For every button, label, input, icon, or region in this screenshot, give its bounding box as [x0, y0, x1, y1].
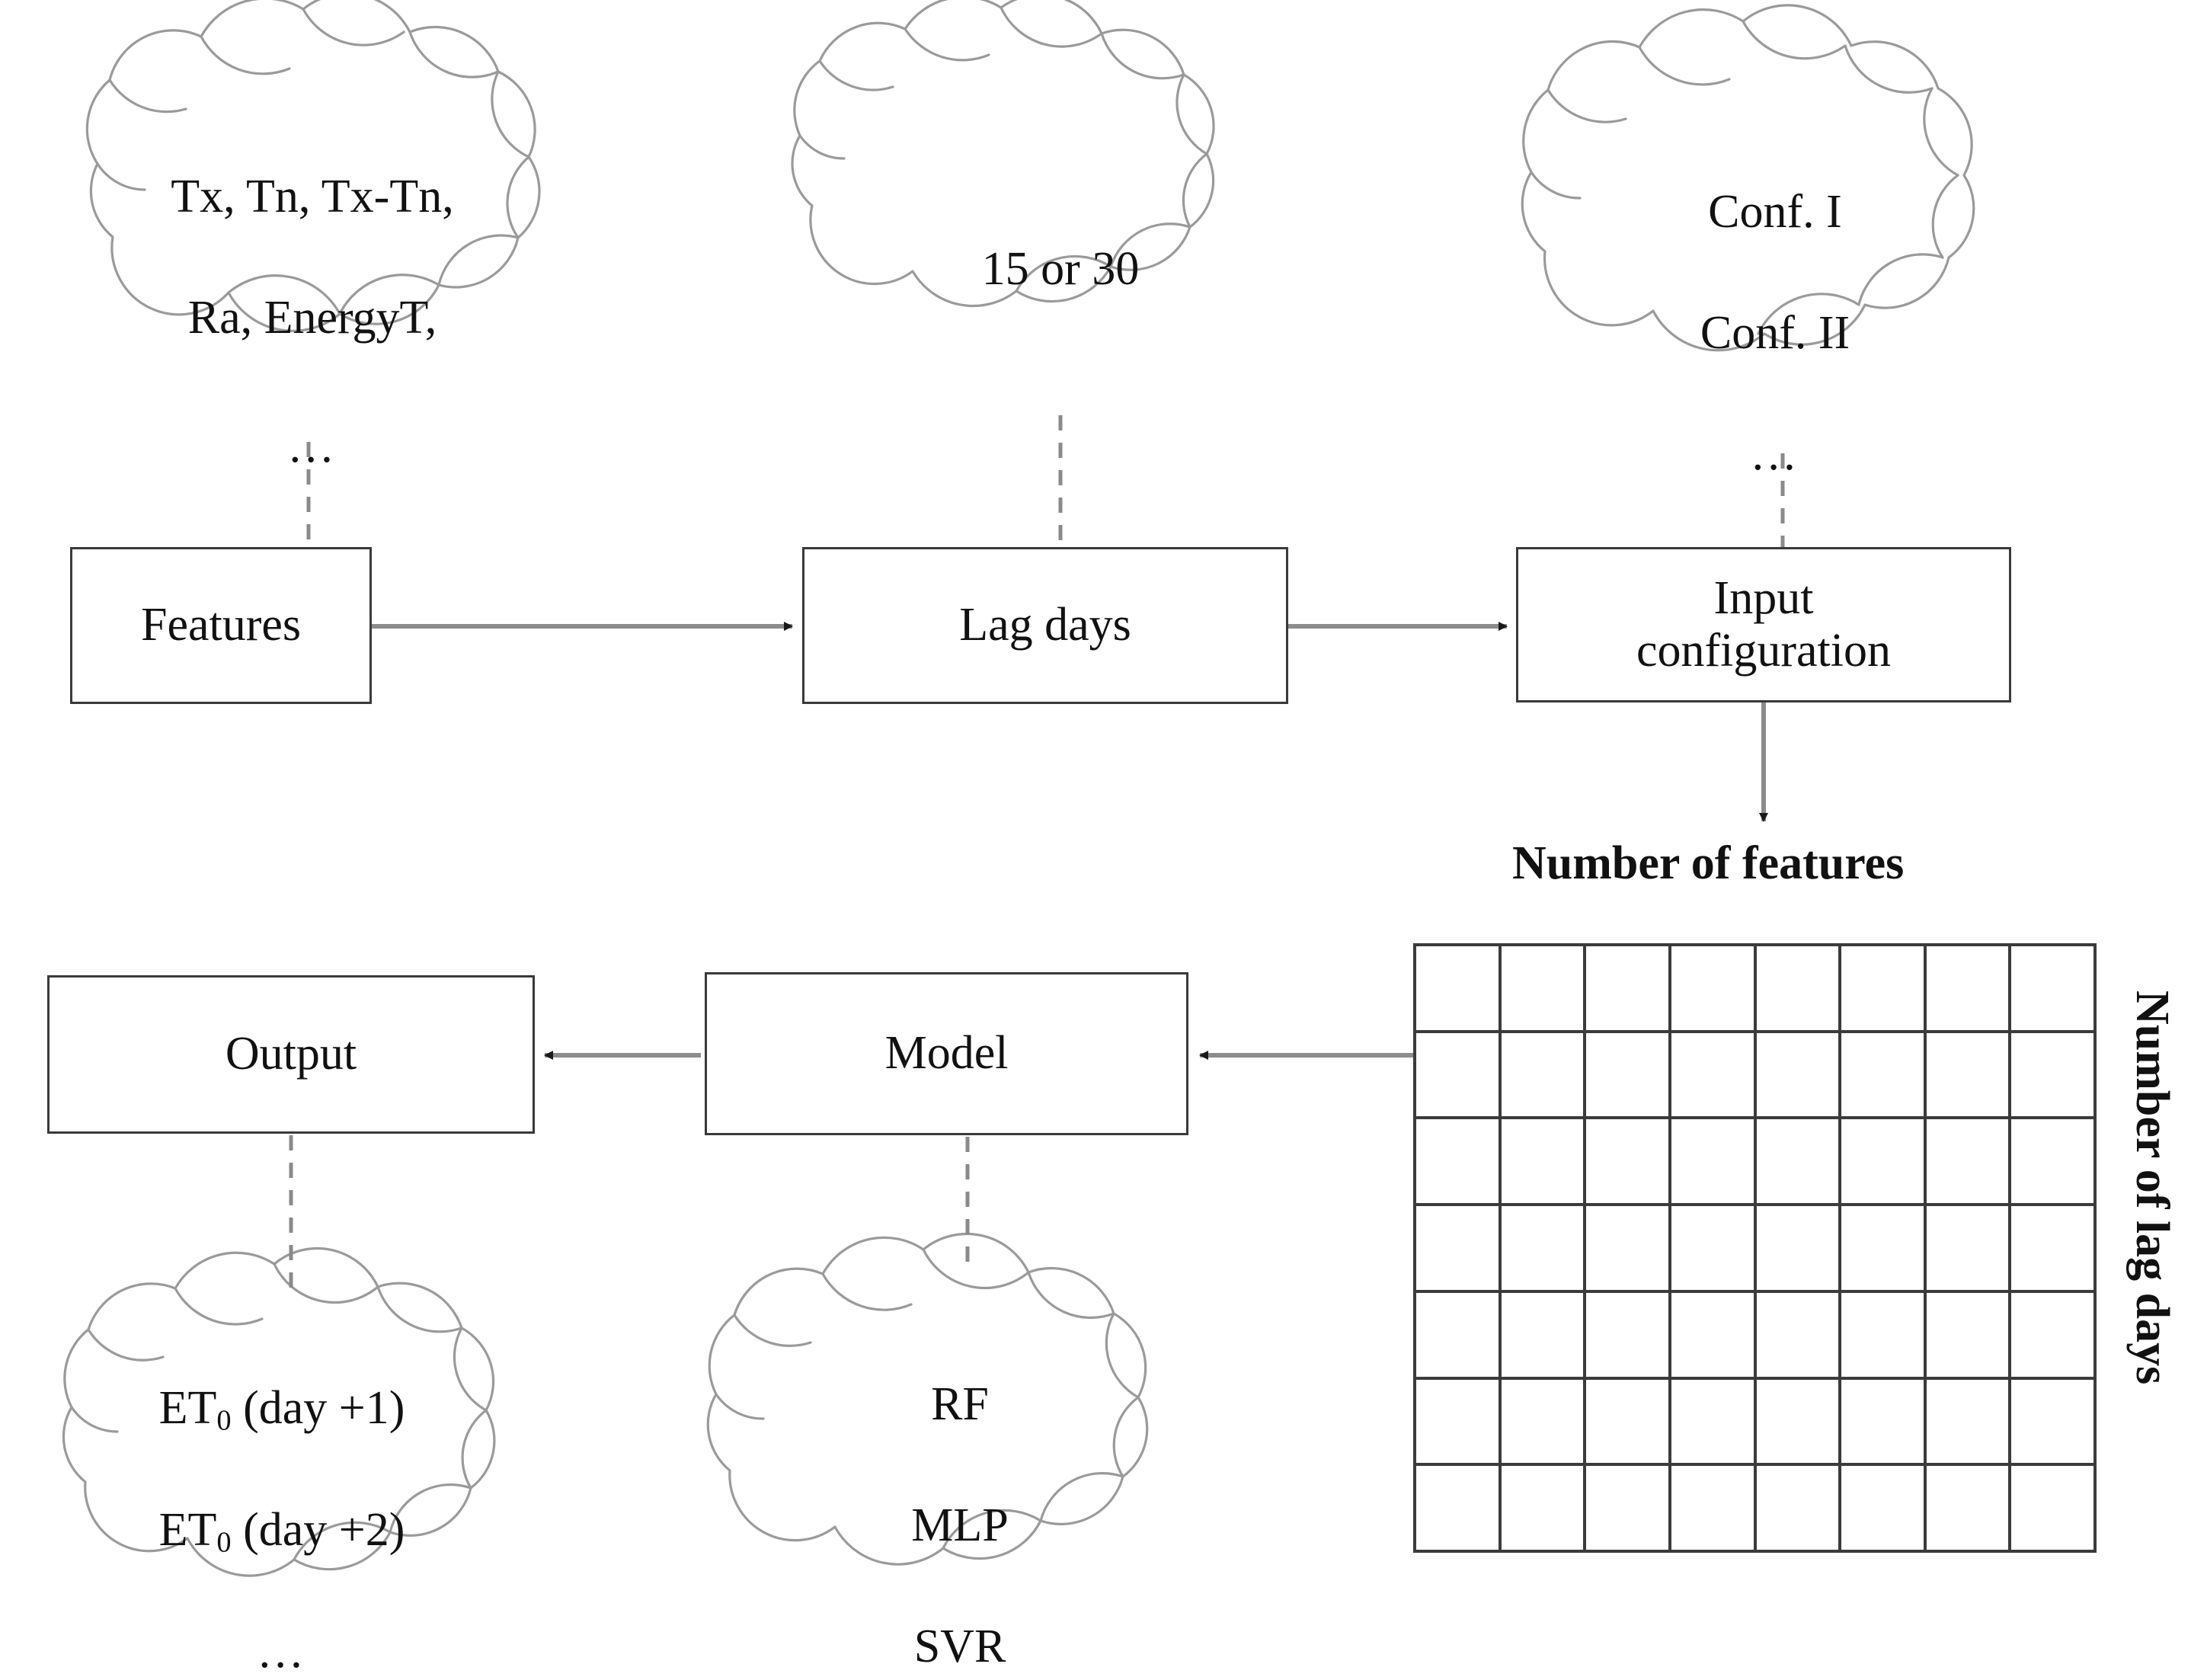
- output-cloud-line-3: …: [257, 1626, 307, 1678]
- matrix-cell[interactable]: [1671, 946, 1757, 1033]
- lagdays-cloud-line-1: 15 or 30: [981, 243, 1140, 296]
- matrix-cell[interactable]: [2011, 1379, 2097, 1467]
- matrix-cell[interactable]: [1501, 1379, 1587, 1467]
- lagdays-box[interactable]: Lag days: [802, 547, 1288, 704]
- matrix-cell[interactable]: [1416, 1032, 1502, 1120]
- matrix-cell[interactable]: [2011, 946, 2097, 1033]
- matrix-cell[interactable]: [1671, 1292, 1757, 1380]
- matrix-cell[interactable]: [1586, 1466, 1671, 1553]
- matrix-cell[interactable]: [1841, 1466, 1927, 1553]
- matrix-cell[interactable]: [2011, 1466, 2097, 1553]
- model-box[interactable]: Model: [705, 972, 1188, 1135]
- features-cloud-line-2: Ra, EnergyT,: [187, 292, 437, 344]
- matrix-cell[interactable]: [1501, 1292, 1587, 1380]
- matrix-cell[interactable]: [1671, 1466, 1757, 1553]
- matrix-cell[interactable]: [1586, 946, 1671, 1033]
- matrix-cell[interactable]: [1926, 1206, 2012, 1293]
- features-cloud-line-1: Tx, Tn, Tx-Tn,: [171, 171, 454, 223]
- matrix-cell[interactable]: [1416, 1119, 1502, 1207]
- matrix-cell[interactable]: [1756, 1032, 1842, 1120]
- matrix-cell[interactable]: [1501, 1032, 1587, 1120]
- features-cloud-text: Tx, Tn, Tx-Tn, Ra, EnergyT, …: [84, 107, 541, 538]
- matrix-cell[interactable]: [1841, 1119, 1927, 1207]
- configuration-matrix[interactable]: [1413, 943, 2097, 1553]
- matrix-cell[interactable]: [1416, 1466, 1502, 1553]
- matrix-cell[interactable]: [1671, 1379, 1757, 1467]
- config-box[interactable]: Input configuration: [1516, 547, 2011, 702]
- output-box-label: Output: [225, 1028, 357, 1080]
- matrix-cell[interactable]: [1756, 1206, 1842, 1293]
- matrix-cell[interactable]: [1501, 1206, 1587, 1293]
- number-of-features-label: Number of features: [1512, 837, 1905, 889]
- output-box[interactable]: Output: [47, 975, 535, 1134]
- matrix-cell[interactable]: [1501, 946, 1587, 1033]
- output-cloud-line-1: ET0 (day +1): [158, 1382, 405, 1437]
- matrix-cell[interactable]: [1926, 1466, 2012, 1553]
- matrix-cell[interactable]: [1756, 1119, 1842, 1207]
- matrix-cell[interactable]: [2011, 1032, 2097, 1120]
- matrix-cell[interactable]: [1756, 946, 1842, 1033]
- features-box[interactable]: Features: [70, 547, 372, 704]
- config-cloud-line-1: Conf. I: [1708, 186, 1842, 238]
- matrix-cell[interactable]: [1671, 1119, 1757, 1207]
- config-cloud-outline: [1521, 4, 1975, 352]
- lagdays-cloud-text: 15 or 30: [832, 179, 1289, 360]
- model-cloud-line-3: SVR: [913, 1620, 1006, 1672]
- matrix-cell[interactable]: [1756, 1379, 1842, 1467]
- matrix-cell[interactable]: [2011, 1206, 2097, 1293]
- number-of-lag-days-label: Number of lag days: [2126, 990, 2178, 1385]
- matrix-cell[interactable]: [1416, 1206, 1502, 1293]
- model-cloud-line-1: RF: [931, 1378, 989, 1431]
- matrix-cell[interactable]: [1586, 1032, 1671, 1120]
- features-box-label: Features: [140, 599, 302, 651]
- matrix-cell[interactable]: [1586, 1206, 1671, 1293]
- output-cloud-outline: [62, 1246, 496, 1577]
- model-box-label: Model: [884, 1027, 1009, 1080]
- matrix-cell[interactable]: [1416, 946, 1502, 1033]
- matrix-cell[interactable]: [1841, 1206, 1927, 1293]
- model-cloud-text: RF MLP SVR …: [739, 1314, 1181, 1680]
- model-cloud-outline: [706, 1232, 1149, 1566]
- matrix-cell[interactable]: [1926, 946, 2012, 1033]
- matrix-cell[interactable]: [1841, 1379, 1927, 1467]
- matrix-cell[interactable]: [1926, 1032, 2012, 1120]
- matrix-cell[interactable]: [1841, 1032, 1927, 1120]
- matrix-cell[interactable]: [1501, 1466, 1587, 1553]
- matrix-cell[interactable]: [1926, 1119, 2012, 1207]
- config-cloud-line-3: …: [1750, 427, 1800, 480]
- model-cloud-line-2: MLP: [911, 1499, 1009, 1552]
- config-box-label: Input configuration: [1636, 571, 1891, 677]
- matrix-cell[interactable]: [1926, 1379, 2012, 1467]
- lagdays-cloud-outline: [791, 0, 1215, 308]
- matrix-cell[interactable]: [1671, 1032, 1757, 1120]
- matrix-cell[interactable]: [1841, 946, 1927, 1033]
- config-cloud-line-2: Conf. II: [1700, 307, 1850, 360]
- matrix-cell[interactable]: [1416, 1379, 1502, 1467]
- matrix-cell[interactable]: [1671, 1206, 1757, 1293]
- matrix-cell[interactable]: [1586, 1379, 1671, 1467]
- matrix-cell[interactable]: [1586, 1292, 1671, 1380]
- output-cloud-text: ET0 (day +1) ET0 (day +2) … ET0 (day +7): [61, 1318, 503, 1680]
- matrix-cell[interactable]: [2011, 1292, 2097, 1380]
- matrix-cell[interactable]: [1756, 1292, 1842, 1380]
- matrix-cell[interactable]: [1586, 1119, 1671, 1207]
- features-cloud-line-3: …: [287, 420, 337, 472]
- matrix-cell[interactable]: [1756, 1466, 1842, 1553]
- features-cloud-outline: [85, 0, 541, 332]
- matrix-cell[interactable]: [1501, 1119, 1587, 1207]
- output-cloud-line-2: ET0 (day +2): [158, 1504, 405, 1559]
- matrix-cell[interactable]: [1841, 1292, 1927, 1380]
- matrix-cell[interactable]: [1926, 1292, 2012, 1380]
- matrix-cell[interactable]: [2011, 1119, 2097, 1207]
- lagdays-box-label: Lag days: [959, 599, 1131, 651]
- matrix-cell[interactable]: [1416, 1292, 1502, 1380]
